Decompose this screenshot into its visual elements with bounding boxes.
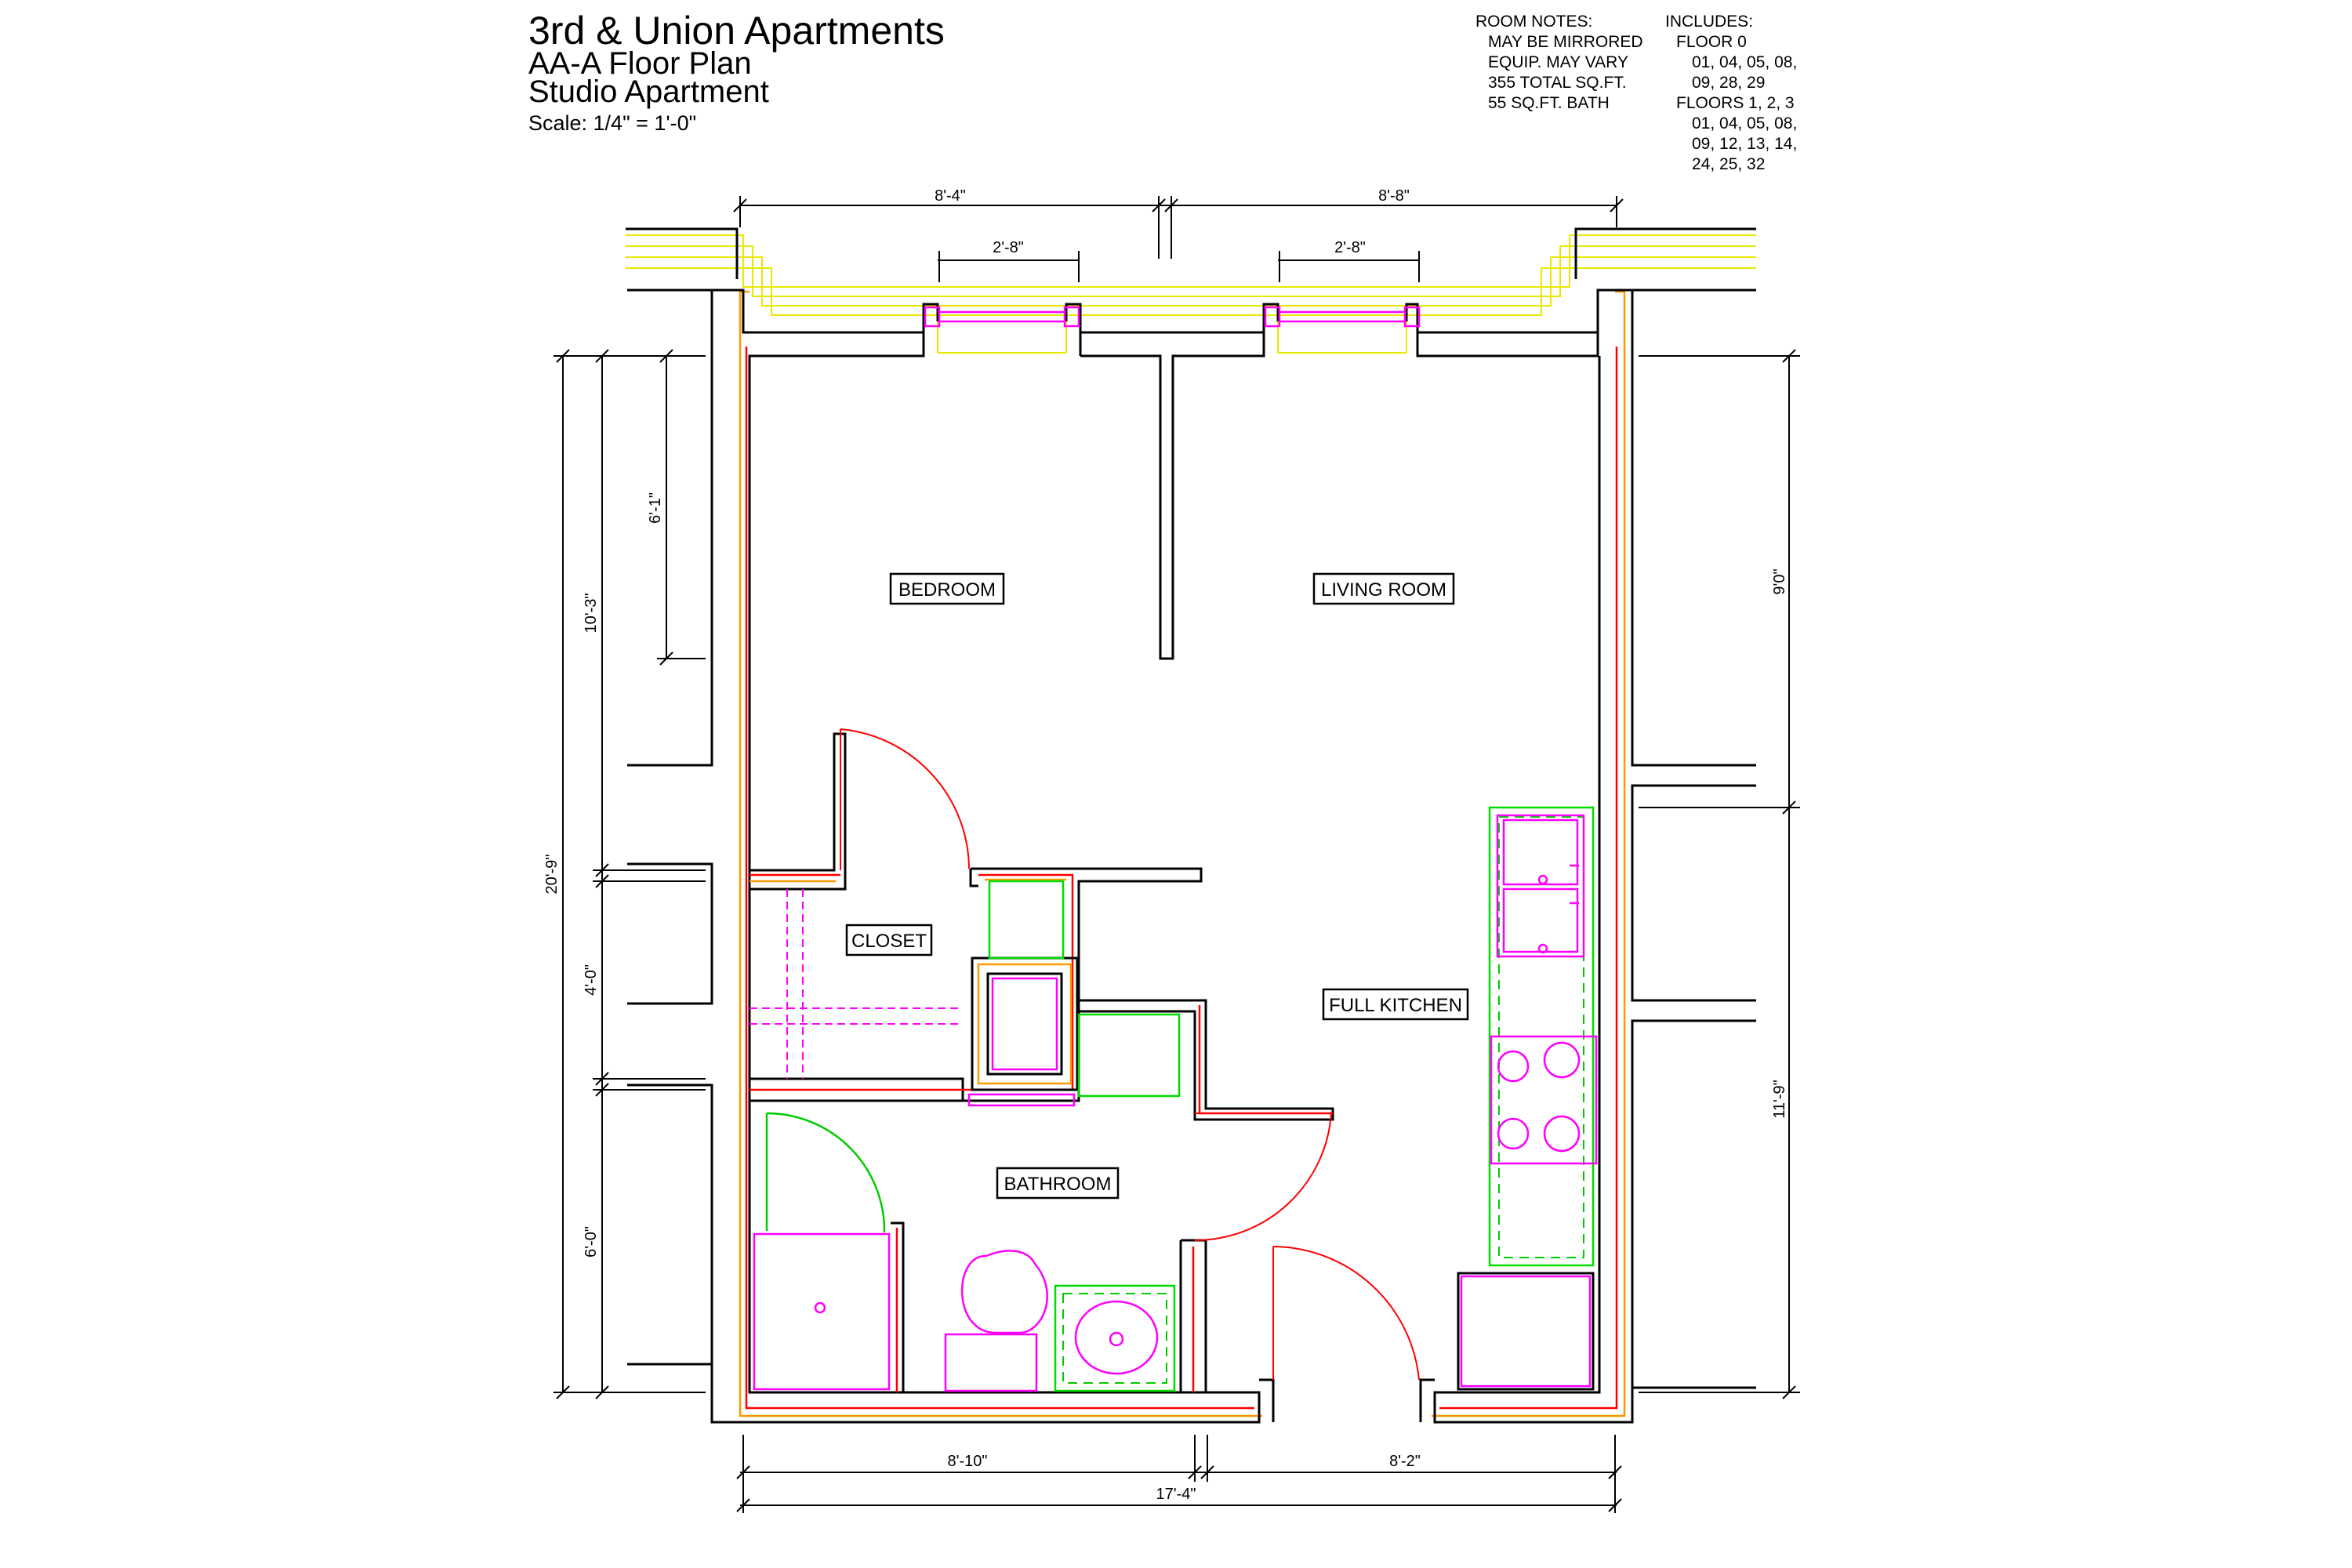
exterior-facade bbox=[626, 227, 1756, 354]
includes-line: 01, 04, 05, 08, bbox=[1692, 53, 1797, 71]
bedroom-door bbox=[840, 728, 970, 870]
dim-right-upper: 9'0" bbox=[1771, 568, 1788, 594]
room-label-bathroom: BATHROOM bbox=[996, 1167, 1120, 1200]
window-right bbox=[1264, 306, 1421, 328]
room-note-line: MAY BE MIRRORED bbox=[1488, 33, 1643, 51]
window-left bbox=[924, 306, 1080, 328]
includes-list: INCLUDES: FLOOR 0 01, 04, 05, 08, 09, 28… bbox=[1665, 13, 1797, 173]
includes-line: 09, 12, 13, 14, bbox=[1692, 135, 1797, 153]
includes-heading: INCLUDES: bbox=[1665, 13, 1753, 31]
room-notes-heading: ROOM NOTES: bbox=[1475, 13, 1592, 31]
dim-window-left: 2'-8" bbox=[993, 239, 1024, 256]
room-note-line: 55 SQ.FT. BATH bbox=[1488, 94, 1610, 112]
dimension-left bbox=[554, 349, 706, 1399]
toilet bbox=[944, 1250, 1048, 1392]
dimension-windows bbox=[938, 251, 1420, 282]
dimension-right bbox=[1639, 349, 1800, 1399]
living-room-label: LIVING ROOM bbox=[1321, 579, 1446, 601]
room-label-closet: CLOSET bbox=[845, 924, 933, 956]
dim-bottom-total: 17'-4" bbox=[1156, 1486, 1196, 1503]
room-label-living-room: LIVING ROOM bbox=[1312, 572, 1455, 605]
room-label-full-kitchen: FULL KITCHEN bbox=[1322, 988, 1469, 1021]
room-notes: ROOM NOTES: MAY BE MIRRORED EQUIP. MAY V… bbox=[1475, 13, 1643, 112]
refrigerator bbox=[1457, 1272, 1595, 1391]
dim-left-lower: 6'-0" bbox=[583, 1226, 600, 1258]
kitchen-sink bbox=[1496, 814, 1585, 958]
water-heater bbox=[967, 880, 1181, 1107]
dim-right-lower: 11'-9" bbox=[1771, 1080, 1788, 1118]
includes-line: FLOORS 1, 2, 3 bbox=[1676, 94, 1795, 112]
includes-line: 01, 04, 05, 08, bbox=[1692, 114, 1797, 132]
dimension-bottom bbox=[736, 1435, 1622, 1513]
interior-walls bbox=[750, 732, 1435, 1422]
bathroom-sink bbox=[1054, 1284, 1176, 1392]
bathroom-door bbox=[1194, 1112, 1332, 1242]
dim-bottom-left: 8'-10" bbox=[948, 1453, 988, 1470]
dim-left-total: 20'-9" bbox=[543, 855, 561, 895]
room-note-line: 355 TOTAL SQ.FT. bbox=[1488, 74, 1627, 92]
plan-title: 3rd & Union Apartments bbox=[528, 9, 945, 53]
stove bbox=[1490, 1035, 1598, 1165]
unit-walls bbox=[710, 289, 1634, 1424]
room-note-line: EQUIP. MAY VARY bbox=[1488, 53, 1628, 71]
dim-left-middle: 4'-0" bbox=[583, 964, 600, 996]
closet-label: CLOSET bbox=[851, 931, 927, 952]
room-label-bedroom: BEDROOM bbox=[889, 572, 1005, 605]
bathroom-label: BATHROOM bbox=[1004, 1174, 1112, 1195]
includes-line: 24, 25, 32 bbox=[1692, 155, 1765, 173]
dim-window-right: 2'-8" bbox=[1334, 239, 1366, 256]
dim-left-upper: 10'-3" bbox=[583, 593, 600, 633]
shower-door bbox=[765, 1112, 886, 1233]
closet-shelving bbox=[750, 889, 963, 1079]
includes-line: 09, 28, 29 bbox=[1692, 74, 1765, 92]
plan-name: AA-A Floor Plan bbox=[528, 46, 752, 81]
entry-door bbox=[1272, 1246, 1420, 1381]
dim-left-window: 6'-1" bbox=[647, 492, 664, 524]
dim-bottom-right: 8'-2" bbox=[1389, 1453, 1421, 1470]
shower bbox=[753, 1232, 891, 1391]
dim-top-right: 8'-8" bbox=[1378, 187, 1410, 205]
includes-line: FLOOR 0 bbox=[1676, 33, 1747, 51]
plan-scale: Scale: 1/4" = 1'-0" bbox=[528, 111, 696, 135]
full-kitchen-label: FULL KITCHEN bbox=[1329, 995, 1462, 1016]
dim-top-left: 8'-4" bbox=[935, 187, 966, 205]
dimension-top bbox=[733, 196, 1624, 259]
unit-type: Studio Apartment bbox=[528, 74, 769, 109]
bedroom-label: BEDROOM bbox=[898, 579, 996, 601]
neighbor-walls bbox=[627, 289, 1756, 1389]
